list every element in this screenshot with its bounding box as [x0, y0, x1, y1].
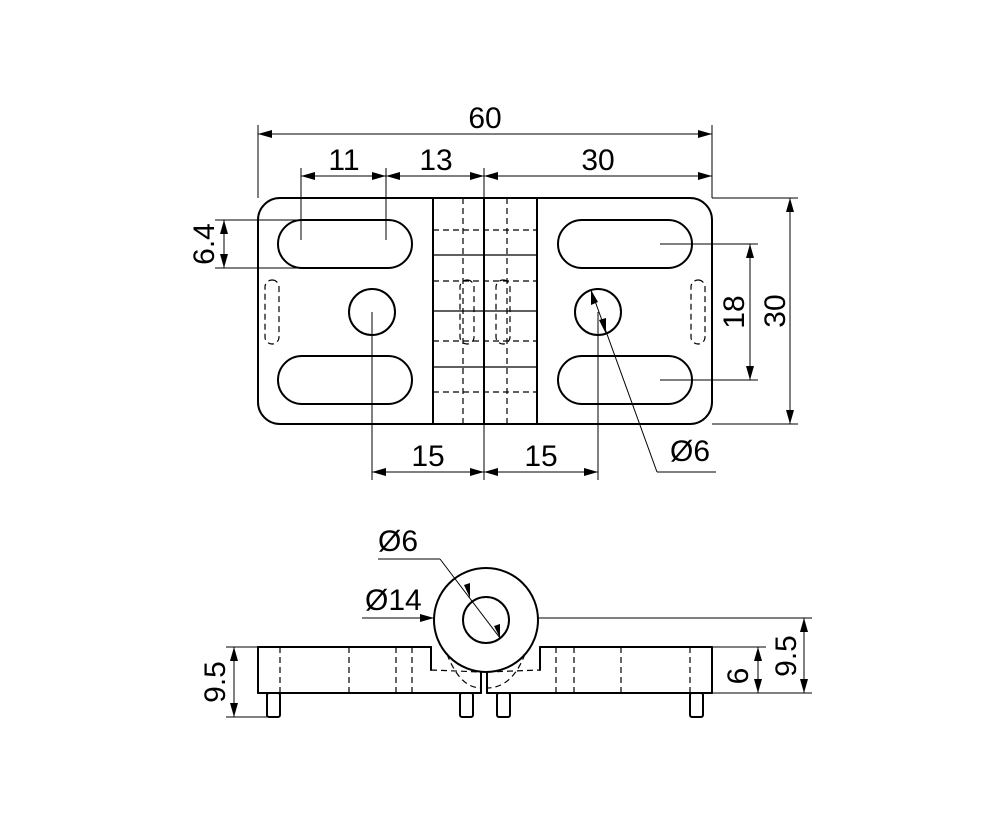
dim-left-height: 9.5	[199, 661, 232, 703]
dim-overall-width: 30	[759, 294, 792, 327]
dim-hole-left-offset: 15	[411, 440, 444, 473]
slot-bottom-left	[277, 355, 413, 405]
dim-hole-right-offset: 15	[524, 440, 557, 473]
pin-right-inner	[496, 692, 511, 718]
dim-hole-diameter: Ø6	[670, 435, 710, 468]
hidden-pin-slots	[264, 279, 706, 345]
side-hidden-lines	[279, 647, 691, 693]
knuckle-bore	[462, 596, 510, 644]
dim-right-height: 9.5	[770, 635, 803, 677]
knuckle-outer	[433, 567, 539, 673]
pin-left-inner	[459, 692, 474, 718]
pin-right-outer	[689, 692, 704, 718]
slot-top-left	[277, 219, 413, 269]
dim-bore-diameter: Ø6	[378, 525, 418, 558]
pin-left-outer	[266, 692, 281, 718]
dim-slot-width: 6.4	[188, 223, 221, 265]
locating-pins	[266, 692, 704, 718]
dim-plate-thickness: 6	[722, 668, 755, 685]
dim-hinge-offset: 13	[419, 144, 452, 177]
knuckle-segment-lines	[433, 254, 537, 368]
dim-knuckle-diameter: Ø14	[365, 584, 422, 617]
side-view	[257, 567, 713, 718]
dim-slot-length: 11	[328, 144, 359, 177]
top-view-dimensions: 60 11 13 30 6.4 18 30	[188, 102, 798, 480]
dim-overall-length: 60	[468, 102, 501, 135]
dim-slot-spacing: 18	[718, 295, 751, 328]
side-view-dimensions: Ø6 Ø14 9.5 6 9.5	[199, 525, 812, 718]
knuckle-hidden-lines	[433, 198, 537, 424]
dim-half-length: 30	[581, 144, 614, 177]
top-view	[257, 197, 713, 425]
